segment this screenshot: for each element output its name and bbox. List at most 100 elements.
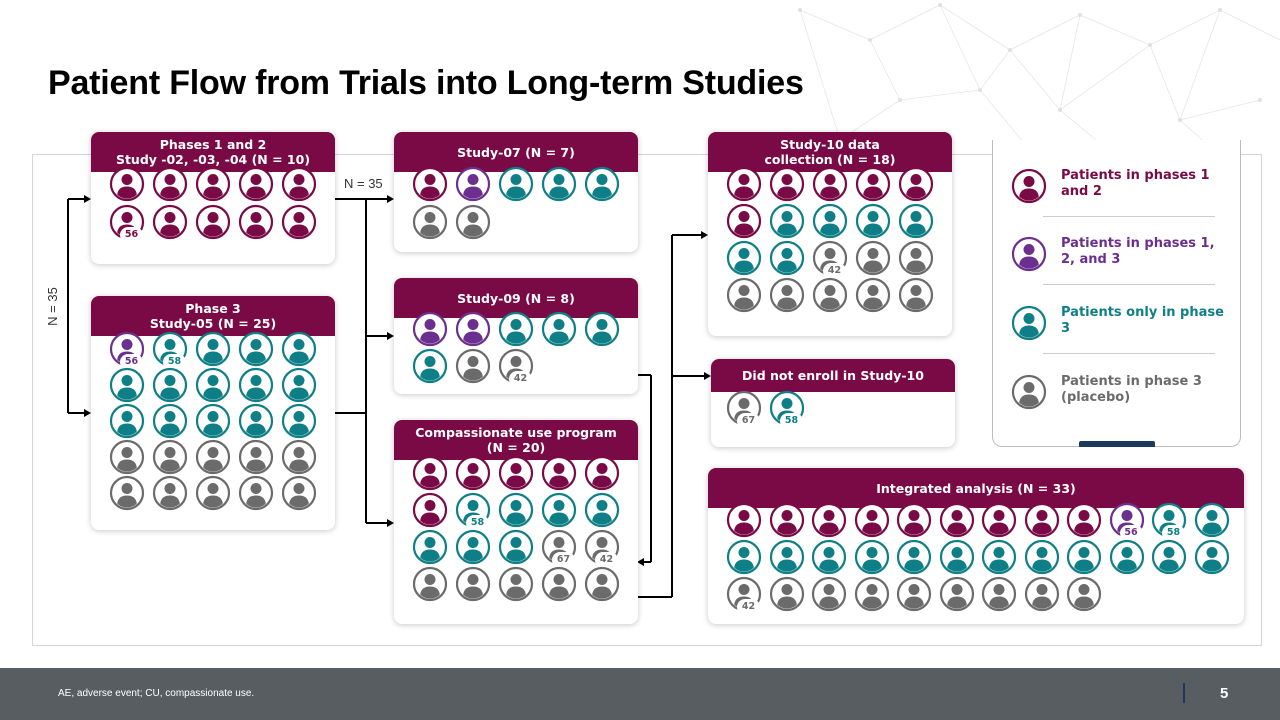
box-header-line: Study-09 (N = 8): [457, 290, 575, 306]
patient-icon: [855, 277, 891, 313]
legend-divider: [1043, 216, 1215, 217]
patient-icon: [455, 566, 491, 602]
patient-icon: [455, 348, 491, 384]
patient-id-tag: 42: [737, 599, 760, 615]
patient-id-tag: 58: [163, 354, 186, 370]
patient-icon: [769, 203, 805, 239]
flow-label-left: N = 35: [44, 287, 60, 326]
patient-icon: [412, 166, 448, 202]
patient-id-tag: 58: [466, 515, 489, 531]
patient-icon: [238, 367, 274, 403]
patient-icon: [855, 203, 891, 239]
patient-icon: [152, 204, 188, 240]
flow-line: [68, 198, 84, 200]
patient-icon: [238, 204, 274, 240]
patient-icon: [896, 539, 932, 575]
arrow-head: [704, 372, 711, 380]
patient-id-tag: 56: [120, 227, 143, 243]
flow-line: [366, 198, 387, 200]
patient-icon: [811, 539, 847, 575]
legend-item: Patients in phases 1 and 2: [1011, 160, 1226, 210]
patient-icon: [281, 475, 317, 511]
arrow-head: [701, 231, 708, 239]
patient-id-tag: 56: [1119, 525, 1143, 541]
patient-icon: [195, 403, 231, 439]
patient-icon: [1194, 502, 1230, 538]
patient-icon: [412, 492, 448, 528]
patient-icon: [855, 166, 891, 202]
patient-icon: [812, 277, 848, 313]
patient-icon: 42: [726, 576, 762, 615]
patient-icon: [896, 502, 932, 538]
patient-icon: [152, 166, 188, 202]
patient-icon: [1066, 502, 1102, 538]
patient-icon: [412, 311, 448, 347]
patient-icon: [455, 455, 491, 491]
patient-icon: [1151, 539, 1187, 575]
patient-icon: [584, 492, 620, 528]
patient-icon: [769, 240, 805, 276]
flow-line: [671, 235, 673, 597]
box-header-line: Did not enroll in Study-10: [742, 368, 924, 383]
patient-icon: [281, 367, 317, 403]
patient-icon: 67: [726, 390, 762, 429]
patient-icon: [152, 475, 188, 511]
patient-icon: [412, 566, 448, 602]
patient-icon: 42: [584, 529, 620, 568]
legend-divider: [1043, 284, 1215, 285]
patient-icon: [498, 492, 534, 528]
patient-icon: 56: [109, 331, 145, 370]
legend-tab: [1079, 441, 1155, 447]
patient-icon: [726, 539, 762, 575]
patient-icon: [981, 576, 1017, 612]
patient-icon: [898, 203, 934, 239]
patient-icon: [541, 455, 577, 491]
flow-line: [650, 375, 652, 562]
patient-icon: [195, 331, 231, 367]
box-header: Integrated analysis (N = 33): [708, 468, 1244, 508]
patient-icon: [195, 367, 231, 403]
patient-icon: [195, 204, 231, 240]
patient-icon: [939, 576, 975, 612]
patient-icon: [281, 204, 317, 240]
patient-icon: [939, 502, 975, 538]
patient-icon: [455, 204, 491, 240]
patient-id-tag: 56: [120, 354, 143, 370]
patient-icon: [152, 403, 188, 439]
legend-label: Patients only in phase 3: [1061, 305, 1224, 336]
patient-icon: [1109, 539, 1145, 575]
legend-item: Patients only in phase 3: [1011, 297, 1226, 347]
patient-icon: [455, 166, 491, 202]
patient-icon: [1066, 576, 1102, 612]
flow-line: [644, 561, 651, 563]
patient-icon: [541, 166, 577, 202]
patient-icon: 58: [769, 390, 805, 429]
patient-icon: [981, 539, 1017, 575]
patient-icon: [281, 403, 317, 439]
patient-icon: [498, 455, 534, 491]
flow-line: [366, 335, 387, 337]
patient-icon: [109, 403, 145, 439]
patient-icon: [1011, 236, 1047, 272]
flow-label-top: N = 35: [344, 176, 383, 191]
patient-icon: [1066, 539, 1102, 575]
arrow-head: [387, 195, 394, 203]
box-header: Study-07 (N = 7): [394, 132, 638, 172]
patient-icon: [898, 277, 934, 313]
patient-icon: [238, 166, 274, 202]
patient-icon: [455, 529, 491, 565]
patient-icon: 56: [1109, 502, 1145, 541]
patient-icon: [195, 166, 231, 202]
patient-icon: [1011, 168, 1047, 204]
page-title: Patient Flow from Trials into Long-term …: [48, 64, 804, 102]
patient-icon: [541, 492, 577, 528]
legend-item: Patients in phase 3 (placebo): [1011, 366, 1226, 416]
arrow-head: [387, 332, 394, 340]
footnote: AE, adverse event; CU, compassionate use…: [58, 688, 255, 699]
box-header: Compassionate use program(N = 20): [394, 420, 638, 460]
patient-icon: [152, 367, 188, 403]
